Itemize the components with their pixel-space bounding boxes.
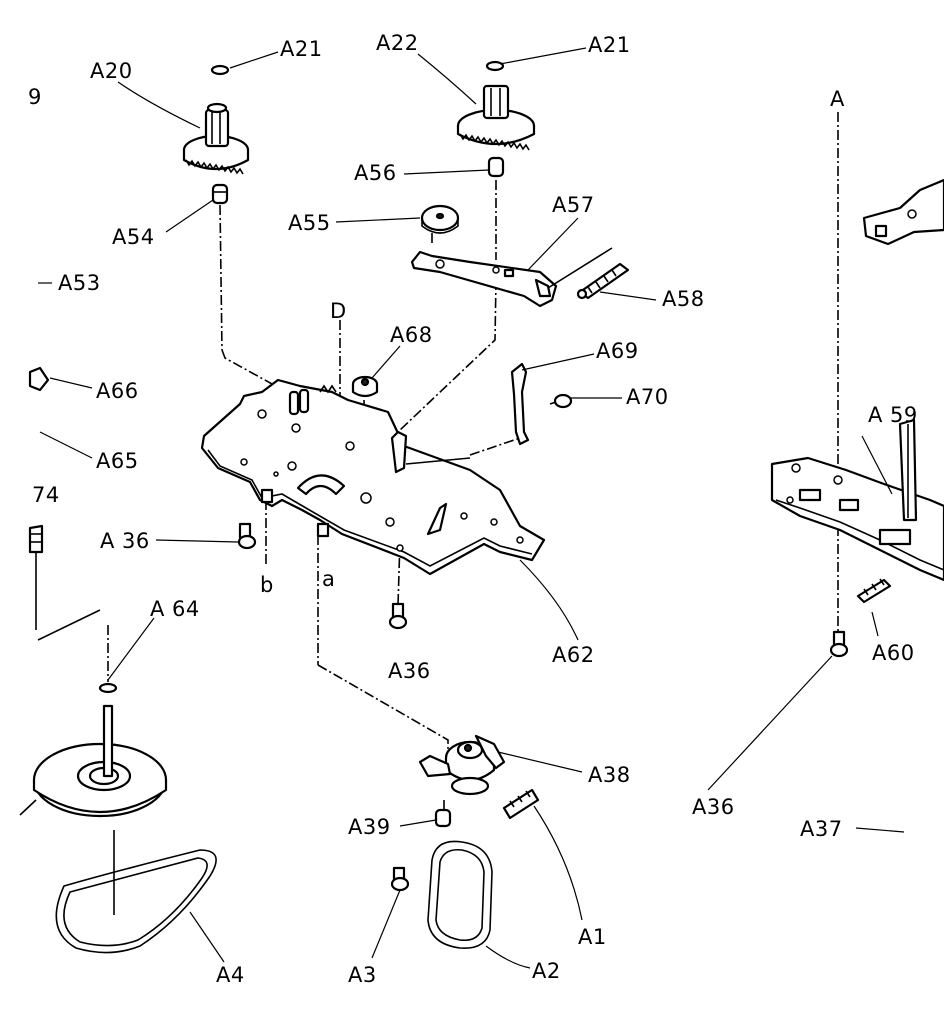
- label-74: 74: [32, 483, 60, 507]
- bushing-a56: [487, 156, 505, 178]
- label-a64: A 64: [150, 597, 200, 621]
- label-a36-center: A36: [388, 659, 431, 683]
- screw-a3: [390, 866, 410, 892]
- sub-plate-a59: [770, 418, 944, 582]
- screw-a36-center: [388, 602, 408, 630]
- bushing-a39: [434, 808, 452, 828]
- label-nine: 9: [28, 85, 42, 109]
- label-a37: A37: [800, 817, 843, 841]
- gear-a22: [456, 60, 536, 151]
- spring-a58: [576, 262, 630, 300]
- label-a60: A60: [872, 641, 915, 665]
- gear-a68: [351, 375, 379, 398]
- leader-lines: [38, 47, 905, 969]
- gear-a20: [182, 64, 250, 175]
- label-a53: A53: [58, 271, 101, 295]
- label-a21-right: A21: [588, 33, 631, 57]
- label-a1: A1: [578, 925, 607, 949]
- label-a65: A65: [96, 449, 139, 473]
- label-a21-left: A21: [280, 37, 323, 61]
- label-a20: A20: [90, 59, 133, 83]
- left-edge-parts: [28, 366, 50, 630]
- bushing-a54: [211, 183, 229, 205]
- label-a-small: a: [322, 567, 335, 591]
- label-a-right: A: [830, 87, 845, 111]
- label-a58: A58: [662, 287, 705, 311]
- callout-labels: A21 A20 A22 A21 9 A54 A56 A55 A57 A53 A5…: [28, 31, 918, 987]
- belt-a2: [427, 840, 493, 949]
- label-a36-left: A 36: [100, 529, 150, 553]
- bracket-top-right: [862, 178, 944, 246]
- gear-a55: [420, 204, 460, 234]
- bracket-a69: [510, 362, 530, 446]
- label-a36-right: A36: [692, 795, 735, 819]
- label-a56: A56: [354, 161, 397, 185]
- label-b: b: [260, 573, 274, 597]
- label-a4: A4: [216, 963, 245, 987]
- label-a38: A38: [588, 763, 631, 787]
- label-a62: A62: [552, 643, 595, 667]
- label-a22: A22: [376, 31, 419, 55]
- chassis-plate-a62: [200, 378, 546, 576]
- label-a55: A55: [288, 211, 331, 235]
- screw-a36-right: [829, 630, 849, 658]
- screw-a36-left: [237, 522, 257, 550]
- label-d: D: [330, 299, 347, 323]
- label-a69: A69: [596, 339, 639, 363]
- label-a59: A 59: [868, 403, 918, 427]
- label-a57: A57: [552, 193, 595, 217]
- label-a2: A2: [532, 959, 561, 983]
- label-a39: A39: [348, 815, 391, 839]
- spring-a60: [856, 578, 892, 604]
- motor-assembly-a38: [418, 734, 540, 820]
- screw-a70: [549, 393, 573, 409]
- flywheel: [19, 609, 168, 915]
- belt-a4: [55, 849, 217, 954]
- lever-a57: [410, 247, 613, 308]
- label-a54: A54: [112, 225, 155, 249]
- label-a70: A70: [626, 385, 669, 409]
- label-a68: A68: [390, 323, 433, 347]
- label-a66: A66: [96, 379, 139, 403]
- label-a3: A3: [348, 963, 377, 987]
